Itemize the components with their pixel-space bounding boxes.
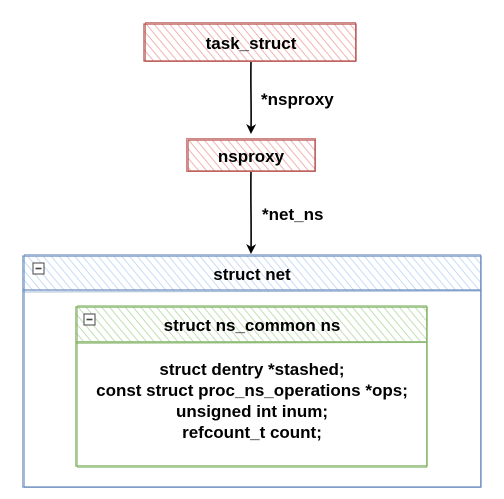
field-ops: const struct proc_ns_operations *ops; [96, 381, 408, 400]
minus-square-icon[interactable] [32, 262, 45, 275]
struct-net-container[interactable]: struct net [22, 254, 482, 488]
ns-common-title: struct ns_common ns [164, 316, 341, 335]
task-struct-label: task_struct [206, 34, 297, 53]
nsproxy-label: nsproxy [218, 147, 285, 166]
edge-task-struct-to-nsproxy: *nsproxy [246, 61, 334, 134]
task-struct-node[interactable]: task_struct [143, 22, 357, 62]
nsproxy-node[interactable]: nsproxy [186, 138, 316, 172]
struct-net-title: struct net [213, 265, 291, 284]
edge-nsproxy-to-struct-net: *net_ns [246, 171, 323, 254]
edge-label-nsproxy: *nsproxy [261, 90, 334, 109]
minus-square-icon[interactable] [83, 313, 96, 326]
field-inum: unsigned int inum; [176, 402, 328, 421]
ns-common-container[interactable]: struct ns_common ns struct dentry *stash… [75, 305, 428, 468]
field-count: refcount_t count; [182, 423, 322, 442]
edge-label-net-ns: *net_ns [262, 205, 323, 224]
field-stashed: struct dentry *stashed; [159, 360, 344, 379]
